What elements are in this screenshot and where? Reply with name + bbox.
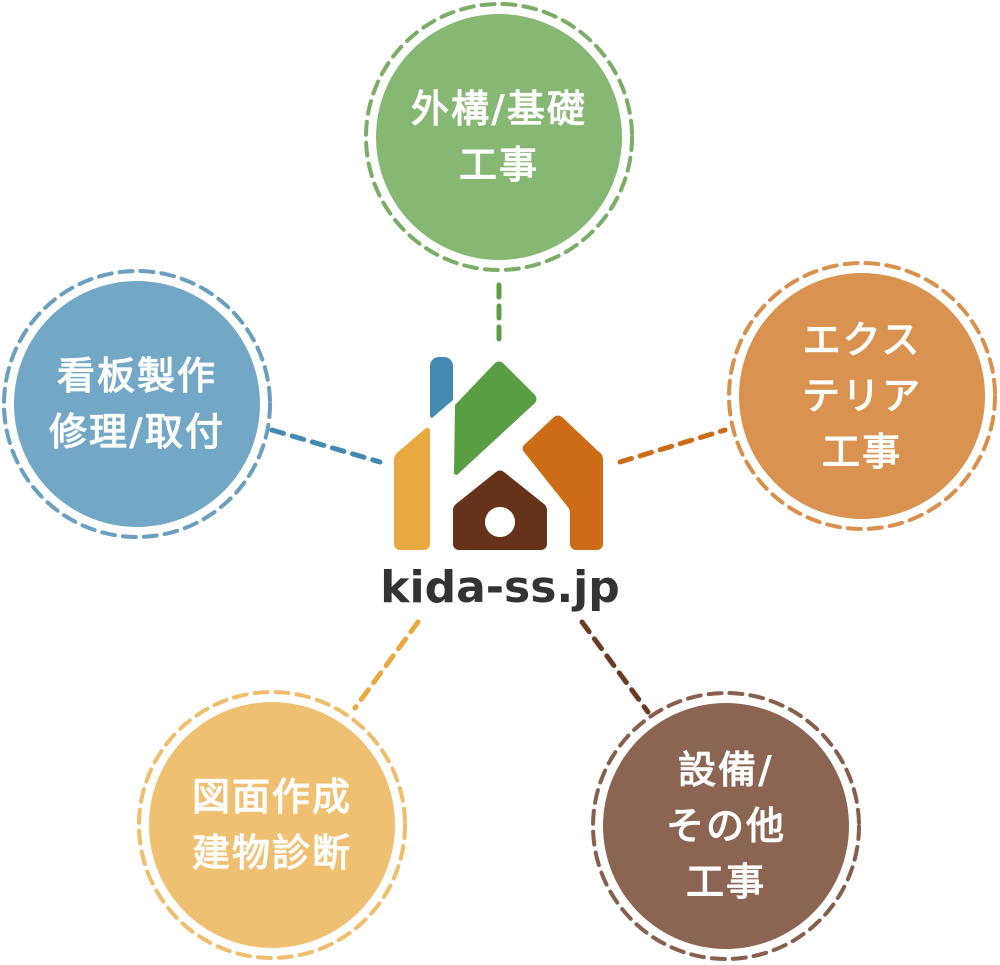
circle-fill (376, 14, 622, 260)
service-label: 工事 (686, 860, 766, 904)
circle-fill (14, 281, 260, 527)
dashed-ring (727, 261, 997, 531)
circle-fill (149, 702, 395, 948)
dashed-ring (2, 269, 272, 539)
service-label: 外構/基礎 (411, 87, 587, 131)
connector-signboard (269, 427, 383, 465)
dashed-ring (137, 690, 407, 960)
service-label: 修理/取付 (49, 410, 225, 454)
service-label: 工事 (459, 143, 539, 187)
logo-text: kida-ss.jp (380, 562, 619, 613)
logo-orange-shape (522, 415, 604, 550)
service-label: エクス (803, 318, 922, 362)
connector-equipment-other (579, 619, 651, 715)
service-label: 設備/ (678, 748, 774, 792)
service-label: 看板製作 (57, 354, 217, 398)
service-label: 建物診断 (192, 831, 352, 875)
dashed-ring (591, 691, 861, 961)
dashed-ring (364, 2, 634, 272)
service-label: 図面作成 (192, 775, 352, 819)
logo-house-shape (453, 470, 547, 550)
logo-green-shape (454, 361, 537, 476)
logo-yellow-shape (394, 427, 430, 550)
service-label: テリア (802, 374, 922, 418)
connector-drawing-diagnosis (352, 619, 421, 711)
circle-fill (603, 703, 849, 949)
service-label: 工事 (822, 430, 902, 474)
logo-blue-shape (429, 356, 453, 418)
connector-exterior (617, 427, 728, 465)
circle-fill (739, 273, 985, 519)
service-label: その他 (666, 804, 786, 848)
logo: kida-ss.jp (380, 356, 620, 613)
